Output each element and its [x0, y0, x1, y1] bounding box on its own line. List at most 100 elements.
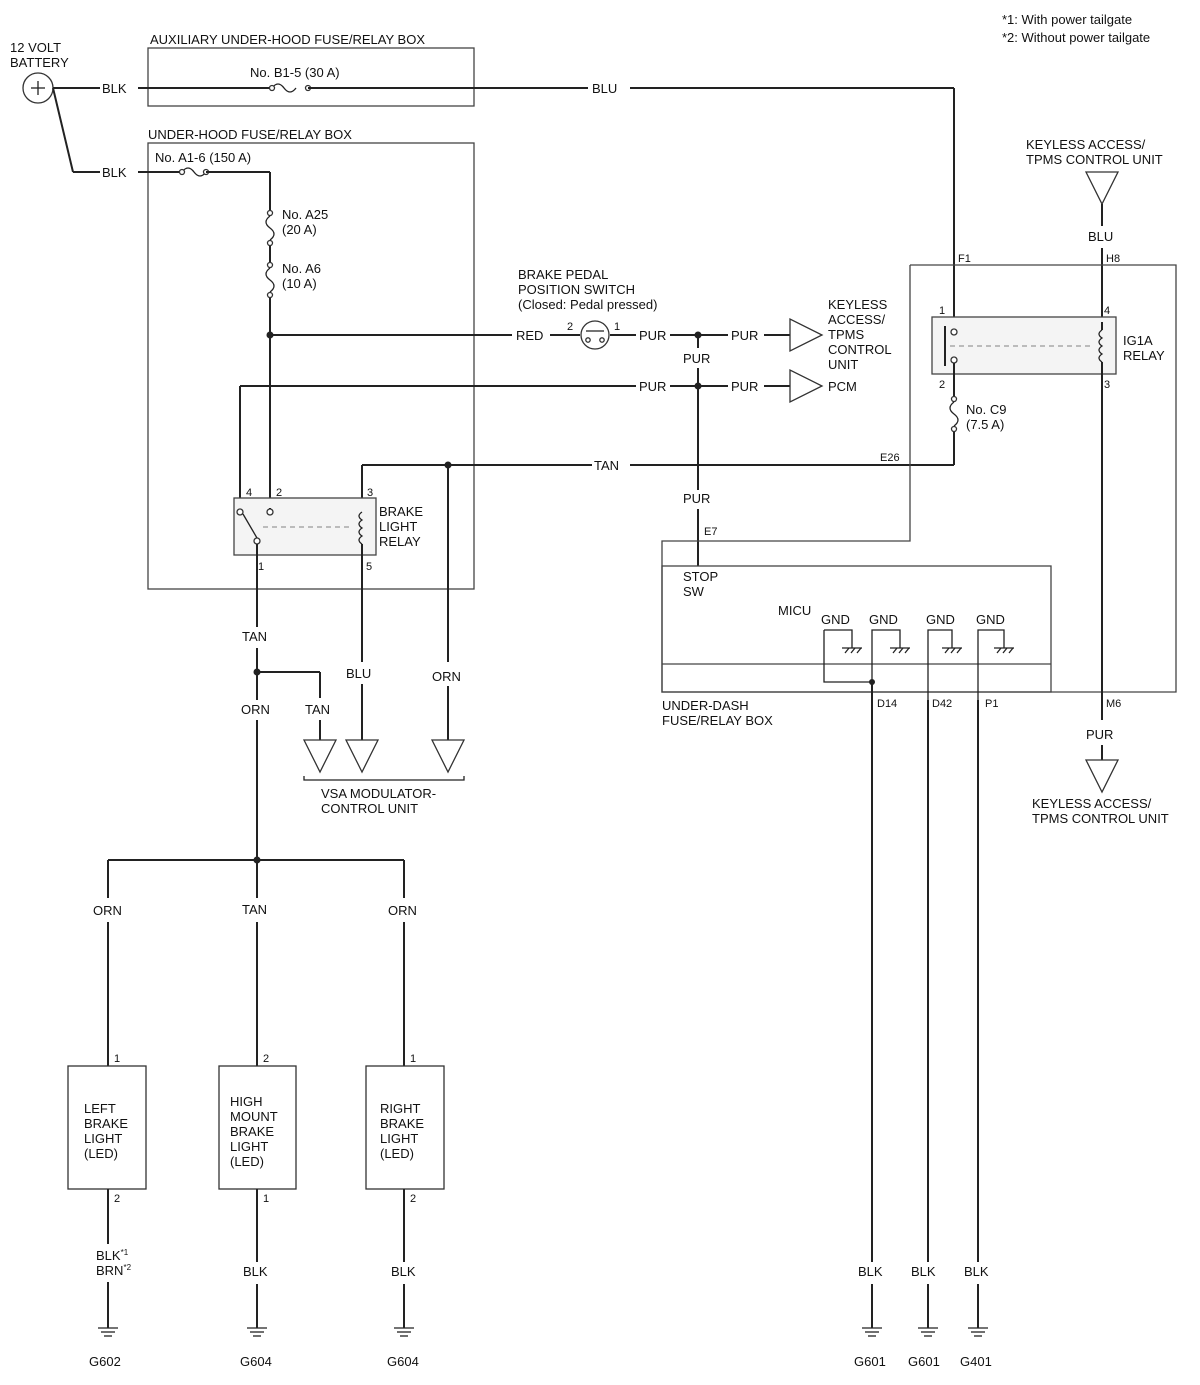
left-light-pin-bottom: 2: [114, 1193, 120, 1205]
keyless-mid-3: TPMS: [828, 327, 864, 342]
ig1a-pin-3: 3: [1104, 379, 1110, 391]
micu-gnd-2: GND: [869, 612, 898, 627]
ground-symbol-g401: [968, 1327, 988, 1337]
switch-label-2: POSITION SWITCH: [518, 282, 635, 297]
fuse-b15-label: No. B1-5 (30 A): [250, 65, 340, 80]
right-light-pin-top: 1: [410, 1053, 416, 1065]
ig1a-pin-2: 2: [939, 379, 945, 391]
stop-sw-label-2: SW: [683, 584, 705, 599]
wire-blu-keyless: BLU: [1088, 229, 1113, 244]
wire-pur-m6: PUR: [1086, 727, 1113, 742]
vsa-label-1: VSA MODULATOR-: [321, 786, 436, 801]
connector-d42: D42: [932, 698, 952, 710]
underhood-fuse-box-label: UNDER-HOOD FUSE/RELAY BOX: [148, 127, 352, 142]
brake-relay-pin-5: 5: [366, 561, 372, 573]
wire-orn-left: ORN: [93, 903, 122, 918]
wire-pur-3: PUR: [683, 351, 710, 366]
brake-pedal-switch: [580, 320, 610, 350]
fuse-a6-symbol: [265, 267, 275, 293]
connector-d14: D14: [877, 698, 897, 710]
fuse-a25-symbol: [265, 215, 275, 241]
wire-blk-2: BLK: [102, 165, 127, 180]
wire-tan-relay: TAN: [242, 629, 267, 644]
left-light-label-2: BRAKE: [84, 1116, 128, 1131]
mid-light-label-4: LIGHT: [230, 1139, 268, 1154]
switch-label-3: (Closed: Pedal pressed): [518, 297, 657, 312]
connector-f1: F1: [958, 253, 971, 265]
wire-pur-1: PUR: [639, 328, 666, 343]
ig1a-label-1: IG1A: [1123, 333, 1153, 348]
brake-relay-pin-2: 2: [276, 487, 282, 499]
vsa-bracket: [303, 776, 465, 781]
mid-light-pin-bottom: 1: [263, 1193, 269, 1205]
battery-label-2: BATTERY: [10, 55, 69, 70]
wire-right-gnd: BLK: [391, 1264, 416, 1279]
battery: 12 VOLT BATTERY: [10, 40, 69, 104]
ground-symbol-g602: [98, 1327, 118, 1337]
brake-relay-label-2: LIGHT: [379, 519, 417, 534]
connector-e7: E7: [704, 526, 717, 538]
underdash-label-1: UNDER-DASH: [662, 698, 749, 713]
left-brake-light: [67, 1065, 147, 1190]
wire-blu-top: BLU: [592, 81, 617, 96]
fuse-c9-label-1: No. C9: [966, 402, 1006, 417]
brake-relay-pin-4: 4: [246, 487, 252, 499]
pcm-label: PCM: [828, 379, 857, 394]
ground-symbol-g604-b: [394, 1327, 414, 1337]
ground-symbol-g601-b: [918, 1327, 938, 1337]
connector-h8: H8: [1106, 253, 1120, 265]
wire-mid-gnd: BLK: [243, 1264, 268, 1279]
vsa-connector-3: [430, 739, 466, 774]
ig1a-coil: [1098, 329, 1104, 363]
switch-pin-2: 2: [567, 321, 573, 333]
brake-relay-pin-3: 3: [367, 487, 373, 499]
brake-relay-pin-1: 1: [258, 561, 264, 573]
fuse-a16-label: No. A1-6 (150 A): [155, 150, 251, 165]
keyless-mid-4: CONTROL: [828, 342, 892, 357]
fuse-a25-label-2: (20 A): [282, 222, 317, 237]
connector-m6: M6: [1106, 698, 1121, 710]
wire-pur-4: PUR: [639, 379, 666, 394]
brake-relay-label-1: BRAKE: [379, 504, 423, 519]
right-light-label-2: BRAKE: [380, 1116, 424, 1131]
note-2: *2: Without power tailgate: [1002, 30, 1150, 45]
note-1: *1: With power tailgate: [1002, 12, 1132, 27]
micu-gnd-3: GND: [926, 612, 955, 627]
fuse-c9-label-2: (7.5 A): [966, 417, 1004, 432]
high-mount-brake-light: [218, 1065, 297, 1190]
ground-label-d14: G601: [854, 1354, 886, 1369]
wire-left-gnd-brn: BRN*2: [96, 1263, 132, 1278]
wire-blu-vsa: BLU: [346, 666, 371, 681]
micu-gnd-4: GND: [976, 612, 1005, 627]
keyless-mid-1: KEYLESS: [828, 297, 888, 312]
right-light-label-4: (LED): [380, 1146, 414, 1161]
keyless-bottom-connector: [1084, 759, 1120, 794]
keyless-top-2: TPMS CONTROL UNIT: [1026, 152, 1163, 167]
mid-light-label-1: HIGH: [230, 1094, 263, 1109]
brake-light-relay: [233, 497, 377, 556]
underhood-fuse-box: [147, 142, 475, 590]
micu-unit: [661, 565, 1052, 693]
wire-p1-gnd: BLK: [964, 1264, 989, 1279]
wire-pur-2: PUR: [731, 328, 758, 343]
ground-symbol-g601-a: [862, 1327, 882, 1337]
fuse-a6-label-1: No. A6: [282, 261, 321, 276]
aux-fuse-box-label: AUXILIARY UNDER-HOOD FUSE/RELAY BOX: [150, 32, 425, 47]
wire-pur-e7: PUR: [683, 491, 710, 506]
wire-blk-1: BLK: [102, 81, 127, 96]
keyless-mid-5: UNIT: [828, 357, 858, 372]
micu-gnd-1: GND: [821, 612, 850, 627]
fuse-b15-symbol: [271, 83, 297, 93]
ig1a-pin-4: 4: [1104, 305, 1110, 317]
right-brake-light: [365, 1065, 445, 1190]
ground-label-d42: G601: [908, 1354, 940, 1369]
wire-red: RED: [516, 328, 543, 343]
mid-light-label-5: (LED): [230, 1154, 264, 1169]
micu-gnd-symbols: [823, 629, 1014, 700]
wire-d42-gnd: BLK: [911, 1264, 936, 1279]
wire-tan-mid: TAN: [242, 902, 267, 917]
wire-orn-vsa: ORN: [432, 669, 461, 684]
fuse-a25-label-1: No. A25: [282, 207, 328, 222]
switch-pin-1: 1: [614, 321, 620, 333]
